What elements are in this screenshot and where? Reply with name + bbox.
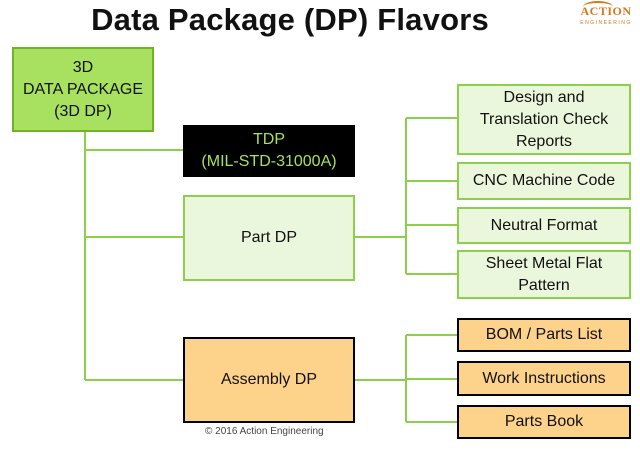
logo-sub-text: ENGINEERING [580, 20, 632, 26]
work-instructions-node: Work Instructions [457, 361, 631, 396]
copyright-notice: © 2016 Action Engineering [205, 426, 324, 437]
sheet-metal-flat-pattern-node: Sheet Metal Flat Pattern [457, 250, 631, 299]
bom-parts-list-node: BOM / Parts List [457, 318, 631, 352]
neutral-format-label: Neutral Format [490, 216, 598, 234]
parts-book-label: Parts Book [504, 413, 584, 430]
design-reports-node: Design and Translation Check Reports [457, 84, 631, 155]
tdp-node-label: TDP (MIL-STD-31000A) [201, 131, 337, 170]
bom-parts-list-label: BOM / Parts List [485, 326, 603, 343]
cnc-machine-code-label: CNC Machine Code [472, 172, 616, 189]
assembly-dp-node: Assembly DP [183, 337, 355, 423]
parts-book-node: Parts Book [457, 405, 631, 439]
tdp-node: TDP (MIL-STD-31000A) [183, 125, 355, 177]
part-dp-node: Part DP [183, 195, 355, 281]
neutral-format-node: Neutral Format [457, 207, 631, 244]
logo-swoosh-icon [583, 1, 613, 13]
slide-title: Data Package (DP) Flavors [91, 2, 489, 37]
action-engineering-logo: ACTION ENGINEERING [575, 1, 637, 34]
assembly-dp-label: Assembly DP [220, 371, 318, 388]
sheet-metal-label: Sheet Metal Flat Pattern [485, 254, 603, 294]
part-dp-label: Part DP [240, 229, 297, 246]
cnc-machine-code-node: CNC Machine Code [457, 162, 631, 200]
work-instructions-label: Work Instructions [482, 369, 606, 387]
root-node-label: 3D DATA PACKAGE (3D DP) [22, 58, 144, 120]
root-node-3d-data-package: 3D DATA PACKAGE (3D DP) [12, 47, 154, 132]
design-reports-label: Design and Translation Check Reports [479, 88, 609, 150]
